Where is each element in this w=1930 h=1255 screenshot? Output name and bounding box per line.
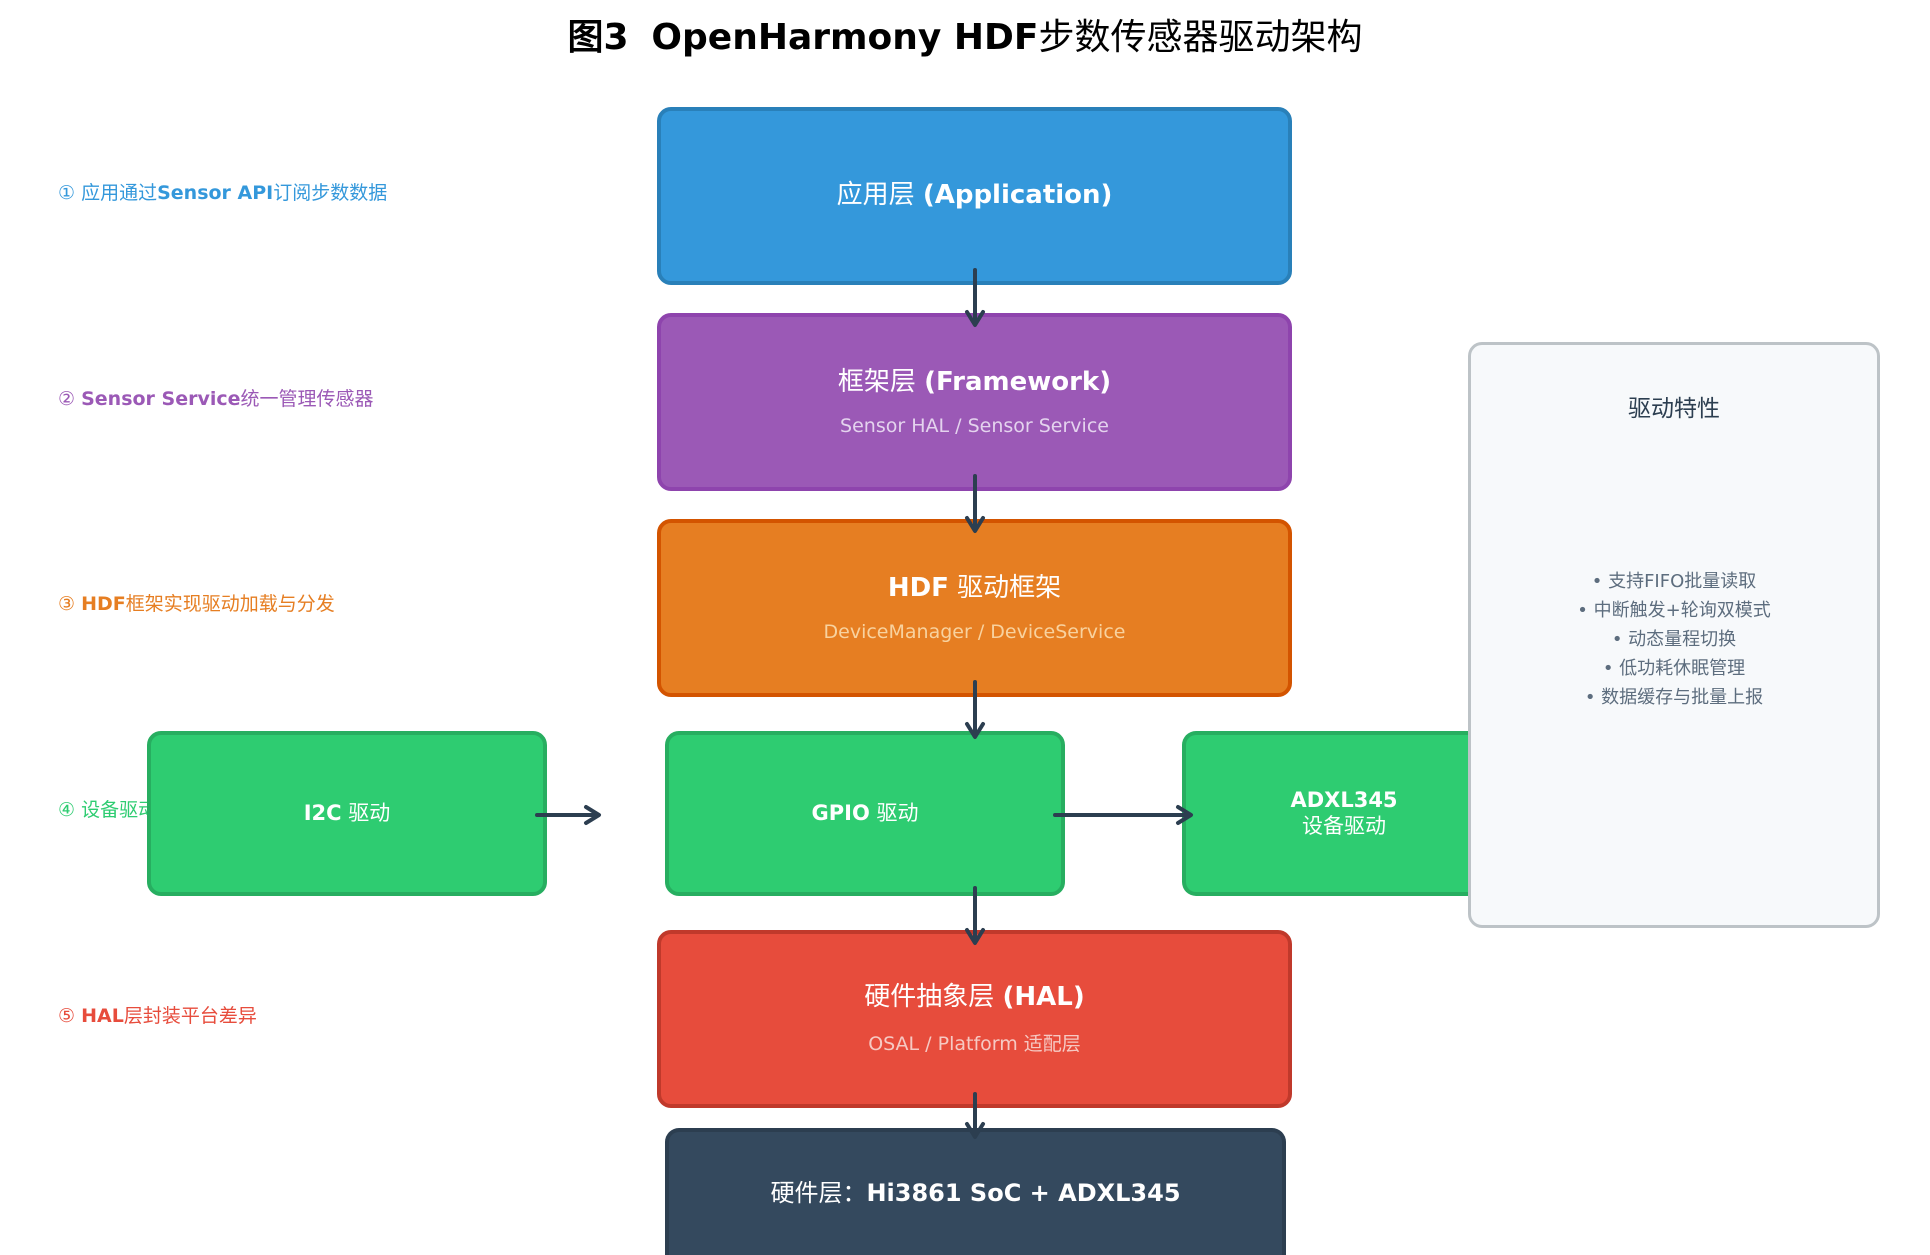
diagram-title: 图3 OpenHarmony HDF步数传感器驱动架构 xyxy=(0,8,1930,60)
annotation-bold: HDF xyxy=(81,593,126,615)
annotation-number: ④ xyxy=(58,799,76,821)
arrow-i2c-to-gpio xyxy=(535,805,601,825)
feature-item: • 支持FIFO批量读取 xyxy=(1591,571,1757,592)
features-list: • 支持FIFO批量读取 • 中断触发+轮询双模式 • 动态量程切换 • 低功耗… xyxy=(1471,567,1877,712)
annotation-2: ② Sensor Service统一管理传感器 xyxy=(58,384,374,411)
annotation-text: 设备驱动 xyxy=(75,799,158,821)
features-title: 驱动特性 xyxy=(1628,396,1720,422)
hardware-layer-box: 硬件层：Hi3861 SoC + ADXL345 xyxy=(665,1128,1286,1255)
hdf-layer-sub: DeviceManager / DeviceService xyxy=(823,620,1126,643)
annotation-bold: HAL xyxy=(81,1005,124,1027)
framework-layer-label: 框架层 (Framework) xyxy=(837,367,1112,398)
arrow-app-to-framework xyxy=(965,268,985,327)
annotation-number: ① xyxy=(58,182,76,204)
annotation-text: 应用通过 xyxy=(75,182,158,204)
annotation-text: 层封装平台差异 xyxy=(123,1005,257,1027)
hdf-layer-label: HDF 驱动框架 xyxy=(887,573,1062,604)
annotation-number: ② xyxy=(58,388,76,410)
arrow-drivers-to-hal xyxy=(965,886,985,945)
annotation-bold: Sensor Service xyxy=(81,388,241,410)
title-rest: 步数传感器驱动架构 xyxy=(1038,17,1363,58)
gpio-driver-label: GPIO 驱动 xyxy=(811,800,919,825)
arrow-framework-to-hdf xyxy=(965,474,985,533)
annotation-3: ③ HDF框架实现驱动加载与分发 xyxy=(58,589,335,616)
annotation-1: ① 应用通过Sensor API订阅步数数据 xyxy=(58,178,387,205)
hal-layer-sub: OSAL / Platform 适配层 xyxy=(868,1033,1081,1056)
hal-layer-label: 硬件抽象层 (HAL) xyxy=(864,981,1085,1012)
annotation-text: 订阅步数数据 xyxy=(273,182,388,204)
annotation-text: 框架实现驱动加载与分发 xyxy=(125,593,335,615)
application-layer-label: 应用层 (Application) xyxy=(836,180,1113,211)
framework-layer-sub: Sensor HAL / Sensor Service xyxy=(840,414,1109,437)
feature-item: • 动态量程切换 xyxy=(1611,629,1737,650)
arrow-gpio-to-adxl xyxy=(1053,805,1193,825)
hardware-layer-label: 硬件层：Hi3861 SoC + ADXL345 xyxy=(770,1179,1181,1208)
i2c-driver-label: I2C 驱动 xyxy=(303,800,391,825)
framework-layer-box: 框架层 (Framework) Sensor HAL / Sensor Serv… xyxy=(657,313,1292,491)
title-prefix: 图3 xyxy=(567,17,629,58)
feature-item: • 低功耗休眠管理 xyxy=(1602,658,1746,679)
annotation-4: ④ 设备驱动 xyxy=(58,795,157,822)
annotation-text: 统一管理传感器 xyxy=(240,388,374,410)
feature-item: • 数据缓存与批量上报 xyxy=(1584,687,1764,708)
title-bold: OpenHarmony HDF xyxy=(651,17,1039,58)
arrow-hdf-to-drivers xyxy=(965,680,985,739)
annotation-5: ⑤ HAL层封装平台差异 xyxy=(58,1001,257,1028)
gpio-driver-box: GPIO 驱动 xyxy=(665,731,1065,896)
feature-item: • 中断触发+轮询双模式 xyxy=(1577,600,1771,621)
arrow-hal-to-hardware xyxy=(965,1092,985,1139)
i2c-driver-box: I2C 驱动 xyxy=(147,731,547,896)
annotation-bold: Sensor API xyxy=(157,182,274,204)
annotation-number: ③ xyxy=(58,593,76,615)
annotation-number: ⑤ xyxy=(58,1005,76,1027)
driver-features-panel: 驱动特性 • 支持FIFO批量读取 • 中断触发+轮询双模式 • 动态量程切换 … xyxy=(1468,342,1880,928)
